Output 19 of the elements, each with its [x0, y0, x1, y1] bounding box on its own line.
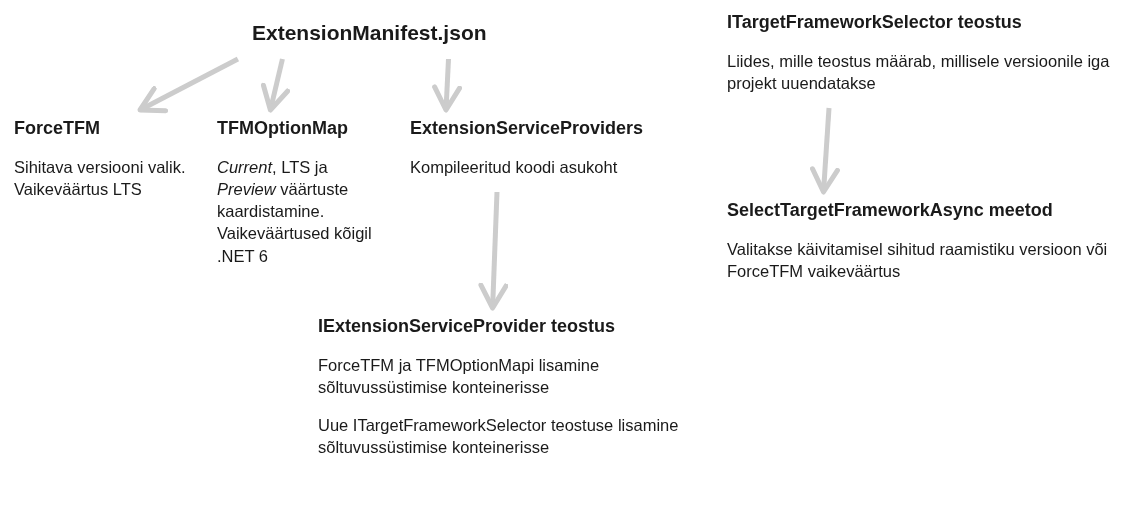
description-text: ForceTFM ja TFMOptionMapi lisamine sõltuvussüstimise konteinerisse — [318, 354, 601, 398]
description-text: Uue ITargetFrameworkSelector teostuse lisamine sõltuvussüstimise konteinerisse — [318, 415, 680, 459]
arrow — [810, 107, 840, 195]
arrow — [478, 191, 509, 311]
heading: ForceTFM — [14, 118, 101, 140]
arrow — [260, 58, 291, 113]
heading: ExtensionServiceProviders — [410, 118, 645, 140]
arrow — [432, 58, 463, 113]
heading: IExtensionServiceProvider teostus — [318, 316, 617, 338]
heading: TFMOptionMap — [217, 118, 349, 140]
description-text: Kompileeritud koodi asukoht — [410, 156, 619, 178]
description-text: Liides, mille teostus määrab, millisele versioonile iga projekt uuendatakse — [727, 50, 1111, 94]
heading: ITargetFrameworkSelector teostus — [727, 12, 1023, 34]
description-text: Valitakse käivitamisel sihitud raamistiku versioon või ForceTFM vaikeväärtus — [727, 238, 1109, 282]
description-text: Current, LTS ja Preview väärtuste kaardistamine. Vaikeväärtused kõigil .NET 6 — [217, 156, 373, 267]
heading: SelectTargetFrameworkAsync meetod — [727, 200, 1054, 222]
heading: ExtensionManifest.json — [252, 20, 488, 46]
arrow — [137, 56, 240, 114]
description-text: Sihitava versiooni valik. Vaikeväärtus LTS — [14, 156, 187, 200]
